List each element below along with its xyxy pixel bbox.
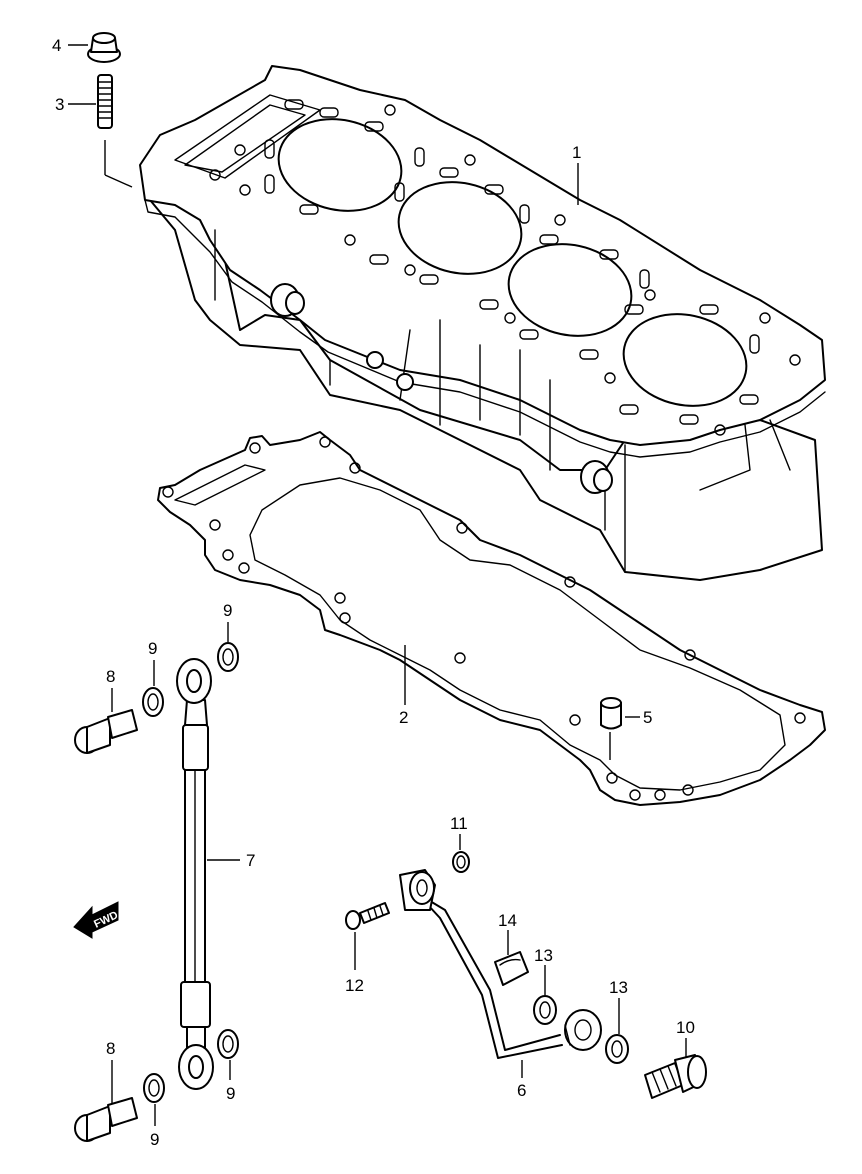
oil-hose[interactable] [176, 658, 214, 1090]
callout-labels: 1 2 3 4 5 6 7 8 8 9 9 9 9 10 11 12 13 13… [52, 36, 695, 1149]
pipe-washer-2[interactable] [605, 1034, 629, 1064]
union-bolt-right[interactable] [644, 1054, 707, 1099]
flange-nut[interactable] [87, 32, 121, 63]
callout-9-a: 9 [148, 639, 157, 658]
callout-13-a: 13 [534, 946, 553, 965]
gasket-washer-2[interactable] [217, 642, 239, 672]
callout-8-lower: 8 [106, 1039, 115, 1058]
callout-3: 3 [55, 95, 64, 114]
callout-9-c: 9 [226, 1084, 235, 1103]
callout-6: 6 [517, 1081, 526, 1100]
callout-13-b: 13 [609, 978, 628, 997]
pipe-clamp[interactable] [494, 951, 529, 986]
cylinder-block[interactable] [139, 65, 826, 581]
callout-7: 7 [246, 851, 255, 870]
callout-10: 10 [676, 1018, 695, 1037]
o-ring[interactable] [452, 851, 470, 873]
callout-2: 2 [399, 708, 408, 727]
callout-11: 11 [450, 814, 468, 833]
union-bolt-upper[interactable] [74, 709, 138, 754]
callout-1: 1 [572, 143, 581, 162]
gasket-washer-3[interactable] [217, 1029, 239, 1059]
callout-14: 14 [498, 911, 517, 930]
callout-4: 4 [52, 36, 61, 55]
leader-lines [68, 44, 687, 1126]
stud-bolt[interactable] [97, 74, 113, 129]
union-bolt-lower[interactable] [74, 1097, 138, 1142]
cylinder-base-gasket[interactable] [157, 431, 826, 806]
dowel-pin[interactable] [600, 697, 622, 730]
gasket-washer-1[interactable] [142, 687, 164, 717]
pipe-washer-1[interactable] [533, 995, 557, 1025]
callout-9-b: 9 [223, 601, 232, 620]
callout-12: 12 [345, 976, 364, 995]
forward-direction-arrow: FWD [73, 901, 120, 939]
oil-pipe[interactable] [399, 869, 602, 1059]
callout-8-upper: 8 [106, 667, 115, 686]
callout-9-d: 9 [150, 1130, 159, 1149]
pipe-bolt[interactable] [345, 902, 390, 930]
gasket-washer-4[interactable] [143, 1073, 165, 1103]
callout-5: 5 [643, 708, 652, 727]
